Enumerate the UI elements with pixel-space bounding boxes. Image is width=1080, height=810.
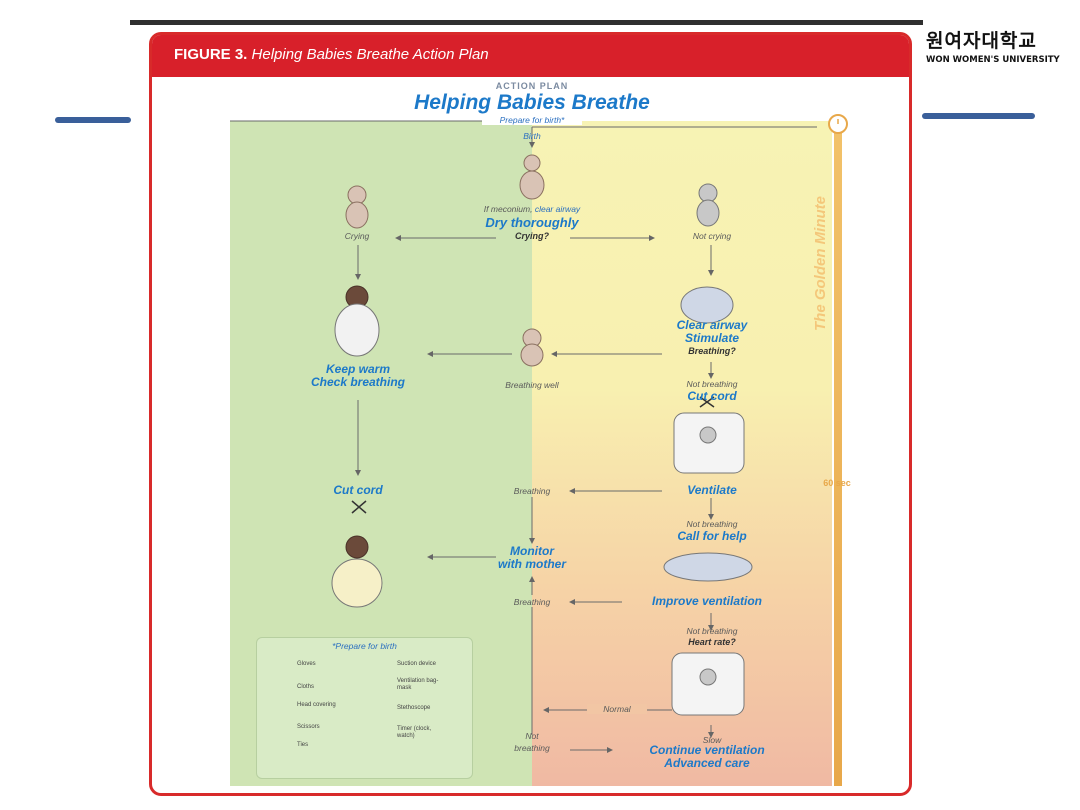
keep-warm-action: Keep warm xyxy=(325,362,391,376)
call-for-help-illustration xyxy=(663,552,753,582)
newborn-birth-illustration xyxy=(519,154,545,200)
legend-head-covering: Head covering xyxy=(297,702,336,708)
baby-breathing-well-illustration xyxy=(520,328,544,367)
legend-suction-device: Suction device xyxy=(397,661,437,667)
figure-header: FIGURE 3. Helping Babies Breathe Action … xyxy=(152,35,909,77)
birth-label: Birth xyxy=(523,131,541,141)
legend-bag-mask: Ventilation bag-mask xyxy=(397,678,439,691)
baby-not-crying-illustration xyxy=(696,183,720,227)
scissors-icon xyxy=(351,500,367,514)
heart-rate-illustration xyxy=(671,652,745,716)
prepare-for-birth-legend: *Prepare for birth Gloves Suction device… xyxy=(256,637,473,779)
clear-airway-action: Clear airway xyxy=(676,318,748,332)
meconium-prefix: If meconium, xyxy=(483,204,535,214)
figure-caption: Helping Babies Breathe Action Plan xyxy=(251,46,489,63)
breathing-label-1: Breathing xyxy=(513,486,551,496)
figure-frame: FIGURE 3. Helping Babies Breathe Action … xyxy=(149,32,912,796)
legend-stethoscope: Stethoscope xyxy=(397,705,431,711)
dry-thoroughly: Dry thoroughly xyxy=(485,215,579,230)
crying-question: Crying? xyxy=(514,231,549,241)
university-name-korean: 원여자대학교 xyxy=(926,30,1037,52)
breathing-well-label: Breathing well xyxy=(505,380,559,390)
breathing-question: Breathing? xyxy=(688,346,736,356)
with-mother-action: with mother xyxy=(498,557,566,571)
call-for-help-action: Call for help xyxy=(677,529,747,543)
improve-ventilation-action: Improve ventilation xyxy=(651,594,763,608)
breathing-label-3: breathing xyxy=(514,743,550,753)
university-name-english: WON WOMEN'S UNIVERSITY xyxy=(926,55,1060,65)
meconium-clear-airway: clear airway xyxy=(534,204,581,214)
figure-label: FIGURE 3. xyxy=(174,46,248,63)
heart-rate-question: Heart rate? xyxy=(688,637,736,647)
action-plan-label: ACTION PLAN xyxy=(495,81,569,91)
continue-ventilation-action: Continue ventilation xyxy=(649,743,765,757)
top-rule xyxy=(130,20,923,25)
legend-scissors: Scissors xyxy=(297,724,320,730)
legend-gloves: Gloves xyxy=(297,661,316,667)
slow-label: Slow xyxy=(702,735,722,745)
clear-airway-illustration xyxy=(680,286,734,324)
crying-label: Crying xyxy=(344,231,370,241)
cut-cord-right-action: Cut cord xyxy=(687,389,737,403)
advanced-care-action: Advanced care xyxy=(664,756,750,770)
plan-title: Helping Babies Breathe xyxy=(414,91,650,114)
meconium-note: If meconium, clear airway xyxy=(447,204,617,214)
scissors-icon-right xyxy=(699,396,715,408)
stimulate-action: Stimulate xyxy=(684,331,739,345)
not-label: Not xyxy=(525,731,539,741)
figure-title: FIGURE 3. Helping Babies Breathe Action … xyxy=(174,46,489,63)
ventilate-action: Ventilate xyxy=(687,483,737,497)
mother-with-baby-illustration xyxy=(331,535,383,608)
monitor-action: Monitor xyxy=(510,544,554,558)
cut-cord-ventilate-illustration xyxy=(673,412,745,474)
sixty-seconds-label: 60 sec xyxy=(823,478,851,488)
not-crying-label: Not crying xyxy=(692,231,732,241)
cut-cord-left-action: Cut cord xyxy=(333,483,383,497)
legend-timer: Timer (clock, watch) xyxy=(397,726,432,739)
golden-minute-label: The Golden Minute xyxy=(812,196,829,331)
legend-cloths: Cloths xyxy=(297,684,315,690)
university-logo-text: 원여자대학교 WON WOMEN'S UNIVERSITY xyxy=(926,26,1076,65)
mother-holding-baby-illustration xyxy=(334,285,380,357)
decorative-line-left xyxy=(55,117,131,123)
legend-title: *Prepare for birth xyxy=(332,641,397,651)
breathing-label-2: Breathing xyxy=(513,597,551,607)
not-breathing-label-1: Not breathing xyxy=(686,379,738,389)
not-breathing-label-2: Not breathing xyxy=(686,519,738,529)
baby-crying-illustration xyxy=(345,185,369,229)
normal-label: Normal xyxy=(587,704,647,714)
legend-ties: Ties xyxy=(297,742,309,748)
not-breathing-label-3: Not breathing xyxy=(686,626,738,636)
prepare-for-birth: Prepare for birth* xyxy=(482,115,582,125)
check-breathing-action: Check breathing xyxy=(310,375,406,389)
golden-minute-bar xyxy=(834,121,842,786)
decorative-line-right xyxy=(922,113,1035,119)
